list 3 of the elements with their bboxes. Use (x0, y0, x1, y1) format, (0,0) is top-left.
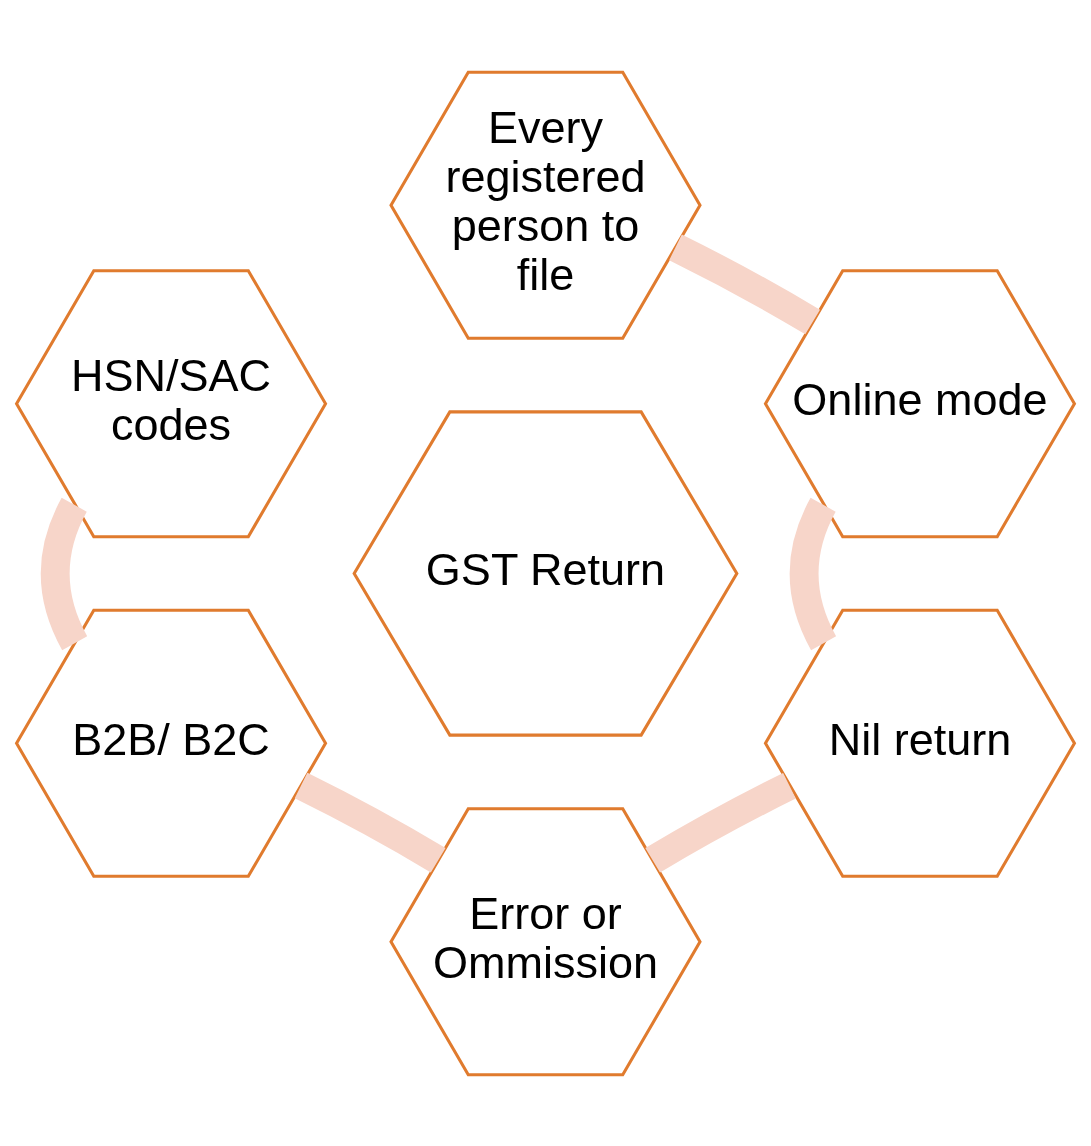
connector (294, 772, 446, 872)
connector (669, 234, 820, 334)
connector (645, 772, 796, 873)
